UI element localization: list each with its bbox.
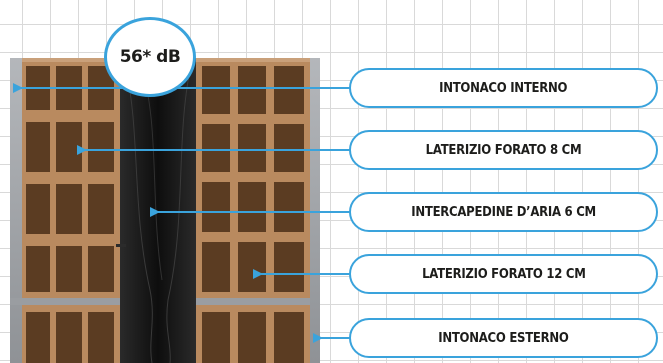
label-text: LATERIZIO FORATO 12 CM: [421, 266, 586, 282]
label-intonaco-esterno: INTONACO ESTERNO: [349, 318, 658, 358]
label-laterizio-forato-8cm: LATERIZIO FORATO 8 CM: [349, 130, 658, 170]
label-intonaco-interno: INTONACO INTERNO: [349, 68, 658, 108]
sound-insulation-badge: 56* dB: [104, 17, 196, 97]
interior-plaster-layer: [10, 58, 22, 363]
label-text: LATERIZIO FORATO 8 CM: [425, 142, 582, 158]
label-text: INTONACO INTERNO: [439, 80, 568, 96]
air-gap-layer: [116, 58, 196, 363]
exterior-plaster-layer: [310, 58, 320, 363]
brick-8cm-layer: [10, 58, 120, 363]
label-intercapedine-aria: INTERCAPEDINE D’ARIA 6 CM: [349, 192, 658, 232]
label-text: INTONACO ESTERNO: [438, 330, 569, 346]
label-laterizio-forato-12cm: LATERIZIO FORATO 12 CM: [349, 254, 658, 294]
sound-insulation-value: 56* dB: [119, 47, 181, 67]
brick-12cm-layer: [196, 58, 318, 363]
label-text: INTERCAPEDINE D’ARIA 6 CM: [411, 204, 596, 220]
